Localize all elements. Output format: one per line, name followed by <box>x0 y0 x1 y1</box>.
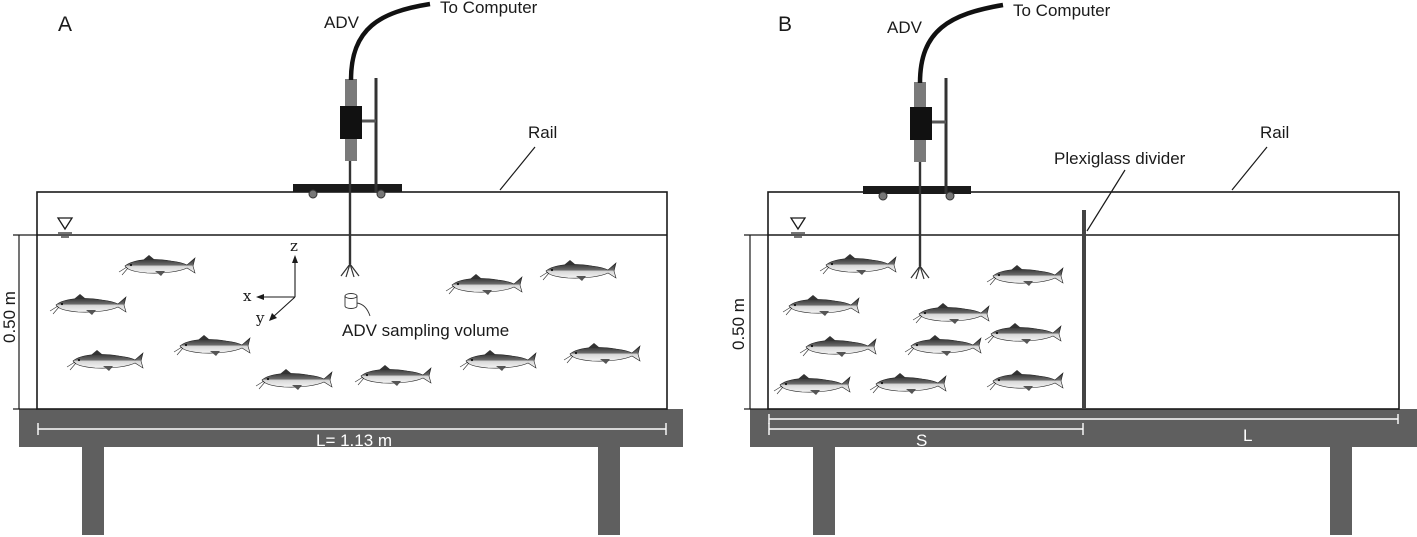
sampling-volume-label-a: ADV sampling volume <box>342 321 509 340</box>
l-label-b: L <box>1243 426 1252 445</box>
rail-label-a: Rail <box>528 123 557 142</box>
computer-cable-b <box>917 2 1004 84</box>
divider-pointer-b <box>1086 169 1126 232</box>
coordinate-axes-a <box>256 255 298 321</box>
table-leg-right-a <box>598 447 620 535</box>
rail-pointer-a <box>499 146 536 191</box>
table-leg-left-b <box>813 447 835 535</box>
water-level-symbol-a <box>56 217 74 238</box>
divider-label-b: Plexiglass divider <box>1054 149 1186 168</box>
length-label-a: L= 1.13 m <box>316 431 392 450</box>
rail-pointer-b <box>1231 146 1268 191</box>
computer-cable-a <box>348 1 431 81</box>
adv-probe-a <box>340 78 378 278</box>
axis-y-label-a: y <box>255 309 265 327</box>
sampling-volume-icon-a <box>344 293 371 317</box>
rail-carriage-b <box>863 186 971 194</box>
length-dimension-a <box>37 423 667 435</box>
rail-label-b: Rail <box>1260 123 1289 142</box>
depth-label-a: 0.50 m <box>0 291 19 343</box>
tank-a <box>36 191 668 410</box>
adv-label-a: ADV <box>324 13 360 32</box>
panel-a: A 0.50 m L= 1.13 m <box>0 0 683 535</box>
s-label-b: S <box>916 431 927 450</box>
rail-wheel-a-2 <box>376 189 386 199</box>
to-computer-label-b: To Computer <box>1013 1 1111 20</box>
water-level-symbol-b <box>789 217 807 238</box>
to-computer-label-a: To Computer <box>440 0 538 17</box>
table-leg-right-b <box>1330 447 1352 535</box>
axis-z-label-a: z <box>290 237 298 255</box>
rail-carriage-a <box>293 184 402 192</box>
table-top-a <box>19 409 683 447</box>
adv-label-b: ADV <box>887 18 923 37</box>
adv-probe-b <box>910 78 948 280</box>
depth-label-b: 0.50 m <box>729 298 748 350</box>
table-leg-left-a <box>82 447 104 535</box>
depth-dimension-b <box>744 234 768 410</box>
panel-b-letter: B <box>778 13 792 36</box>
s-dimension-b <box>768 423 1084 435</box>
panel-b: B Plexiglass divider 0.50 m S <box>729 1 1417 535</box>
plexiglass-divider-b <box>1082 210 1086 409</box>
depth-dimension-a <box>13 234 37 410</box>
rail-wheel-b-2 <box>945 191 955 201</box>
axis-x-label-a: x <box>243 287 252 305</box>
panel-a-letter: A <box>58 13 72 36</box>
l-dimension-b <box>768 414 1399 424</box>
rail-wheel-a-1 <box>308 189 318 199</box>
rail-wheel-b-1 <box>878 191 888 201</box>
